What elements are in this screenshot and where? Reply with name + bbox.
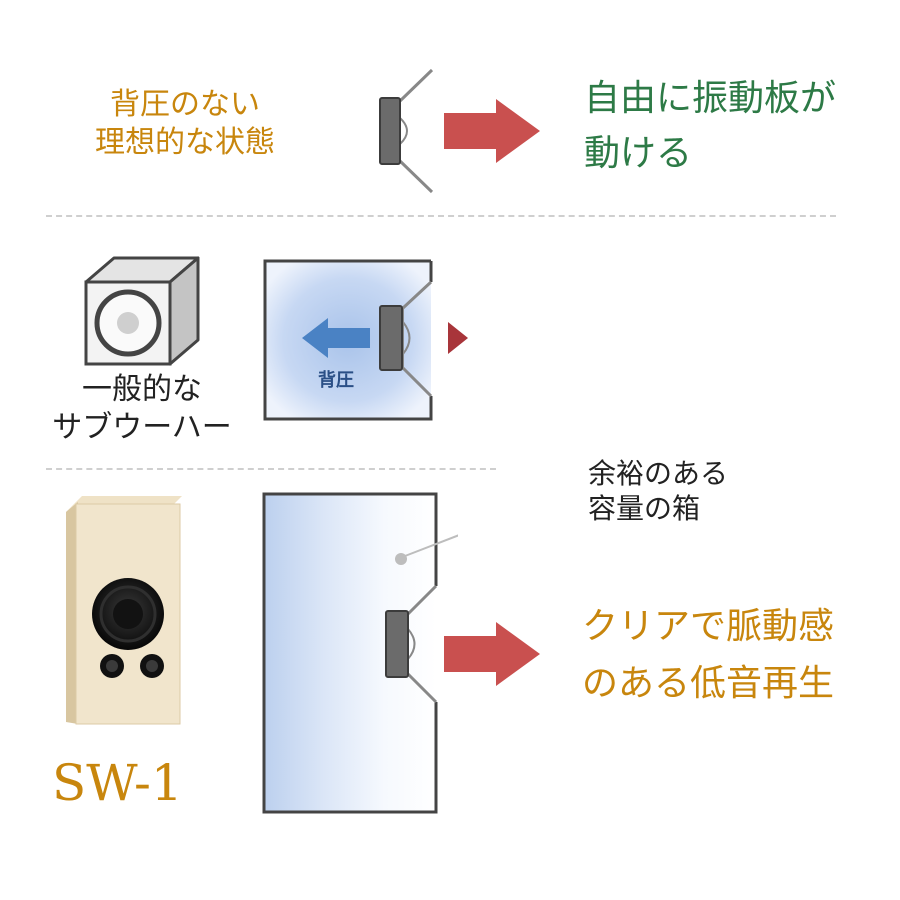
divider-1 [46,215,836,217]
sw1-result: クリアで脈動感 のある低音再生 [582,604,834,706]
ideal-result-line-2: 動ける [584,133,693,174]
capacity-callout-line-2: 容量の箱 [588,492,701,525]
forward-arrow-icon [444,622,540,686]
typical-enclosure-diagram [263,259,468,421]
ideal-result-line-1: 自由に振動板が [584,78,837,119]
capacity-callout-line-1: 余裕のある [588,457,729,490]
ideal-label-line-1: 背圧のない [110,87,260,122]
capacity-callout: 余裕のある 容量の箱 [588,456,728,526]
sw1-enclosure-diagram [262,492,458,814]
typical-label-line-2: サブウーハー [52,409,232,445]
subwoofer-cube-icon [84,256,200,366]
sw1-result-line-2: のある低音再生 [582,663,835,704]
forward-arrow-icon [444,99,540,163]
ideal-label-line-2: 理想的な状態 [95,124,275,160]
typical-label: 一般的な サブウーハー [52,371,232,446]
speaker-cone-icon [379,68,434,194]
divider-2 [46,468,496,470]
ideal-result: 自由に振動板が 動ける [584,76,836,176]
back-pressure-label: 背圧 [318,370,354,391]
sw1-result-line-1: クリアで脈動感 [582,606,835,647]
product-name: SW-1 [52,754,183,812]
typical-label-line-1: 一般的な [82,372,202,407]
ideal-label: 背圧のない 理想的な状態 [74,86,296,161]
sw1-speaker-photo [66,496,182,725]
